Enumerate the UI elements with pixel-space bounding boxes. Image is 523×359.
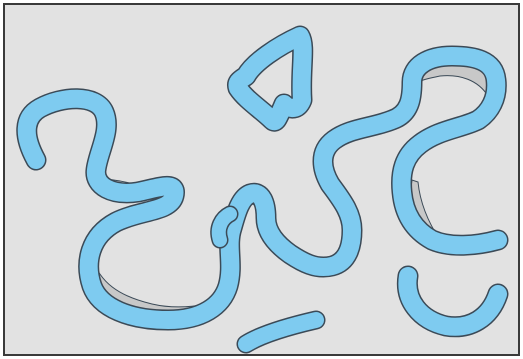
river-meander-diagram <box>0 0 523 359</box>
diagram-canvas <box>0 0 523 359</box>
